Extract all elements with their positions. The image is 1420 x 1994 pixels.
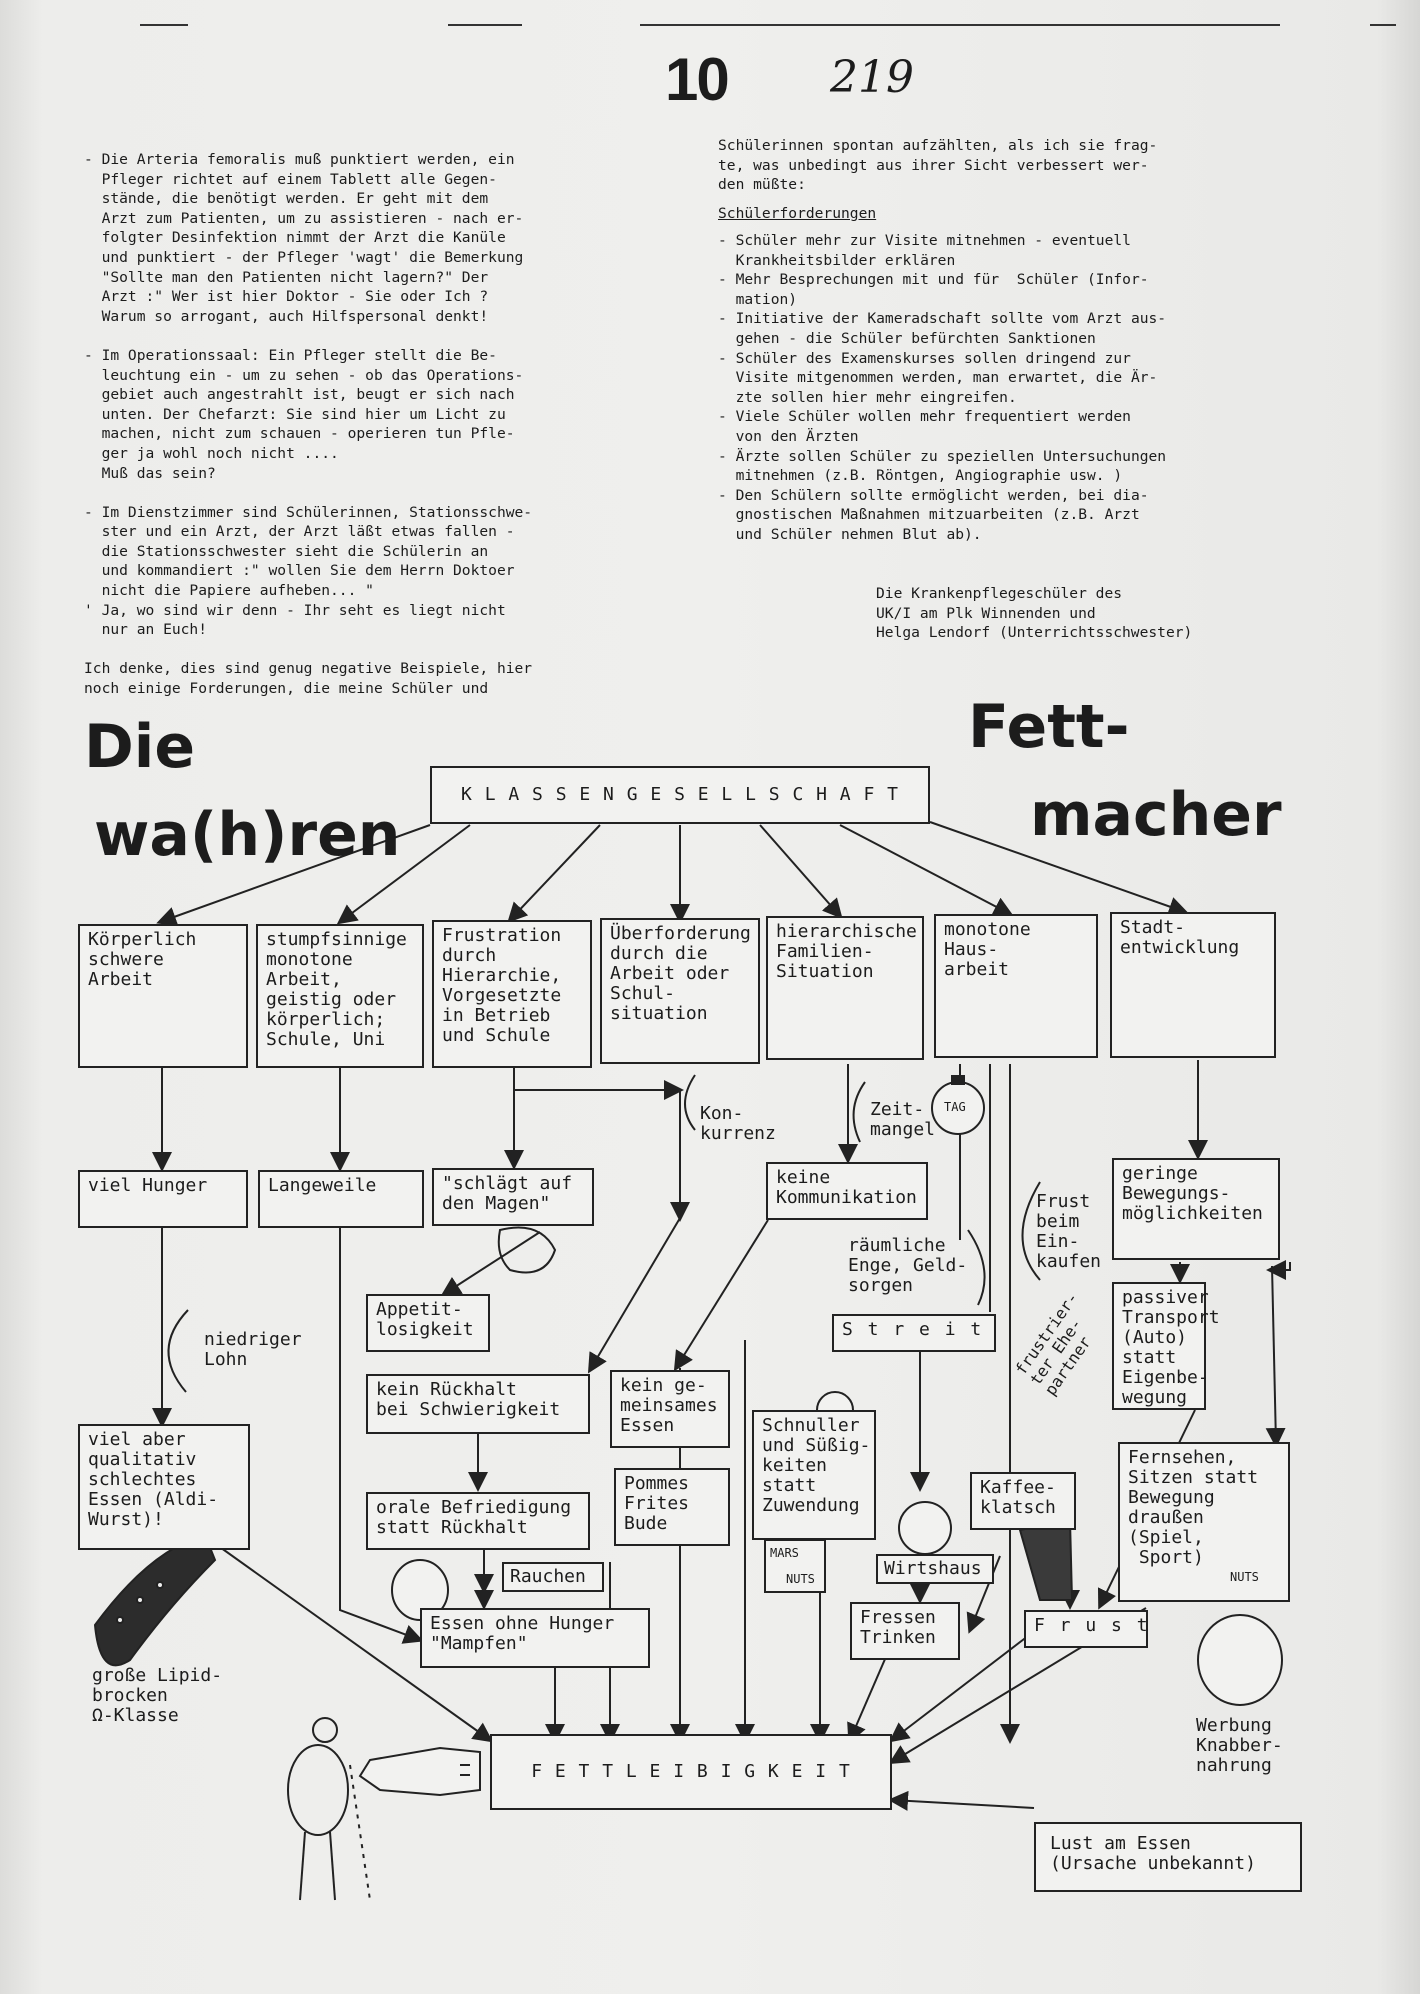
top-rule [140,24,188,26]
article-left-column: - Die Arteria femoralis muß punktiert we… [84,151,533,698]
label-mars: MARS [770,1546,799,1560]
figure-hand-pointing [358,1746,481,1797]
node-passiver-transport: passiver Transport (Auto) statt Eigenbe-… [1112,1282,1220,1410]
figure-cake [1018,1518,1074,1601]
label-frust-beim-einkaufen: Frust beim Ein- kaufen [1036,1191,1102,1272]
node-orale-befriedigung: orale Befriedigung statt Rückhalt [366,1492,590,1550]
label-nuts: NUTS [786,1572,815,1586]
node-lust-am-essen: Lust am Essen (Ursache unbekannt) [1034,1822,1302,1892]
title-left-2: wa(h)ren [94,800,401,870]
node-fettleibigkeit: F E T T L E I B I G K E I T [490,1734,892,1810]
node-kaffeeklatsch: Kaffee- klatsch [970,1472,1076,1530]
node-hierarchische-familie: hierarchische Familien- Situation [766,916,924,1060]
signature: Die Krankenpflegeschüler des UK/I am Plk… [876,585,1193,642]
node-geringe-bewegung: geringe Bewegungs- möglichkeiten [1112,1158,1280,1260]
figure-beer-mugs [898,1501,952,1555]
node-keine-kommunikation: keine Kommunikation [766,1162,928,1220]
node-frustration-hierarchie: Frustration durch Hierarchie, Vorgesetzt… [432,920,592,1068]
label-niedriger-lohn: niedriger Lohn [204,1329,302,1370]
title-left-1: Die [84,712,196,782]
node-viel-hunger: viel Hunger [78,1170,248,1228]
node-stumpfsinnige-arbeit: stumpfsinnige monotone Arbeit, geistig o… [256,924,424,1068]
handwritten-number: 219 [830,52,914,103]
node-appetitlosigkeit: Appetit- losigkeit [366,1294,490,1352]
label-grosse-lipidbrocken: große Lipid- brocken Ω-Klasse [92,1665,223,1726]
demands-list: - Schüler mehr zur Visite mitnehmen - ev… [718,232,1167,543]
node-schlaegt-auf-den-magen: "schlägt auf den Magen" [432,1168,594,1226]
page-number: 10 [665,46,730,113]
label-werbung: Werbung Knabber- nahrung [1196,1715,1283,1776]
node-viel-schlechtes-essen: viel aber qualitativ schlechtes Essen (A… [78,1424,250,1550]
figure-stomach [497,1226,557,1274]
title-right-2: macher [1030,780,1282,850]
figure-sausage [93,1533,217,1667]
label-raeumliche-enge: räumliche Enge, Geld- sorgen [848,1235,968,1296]
label-zeitmangel: Zeit- mangel [870,1099,936,1140]
demands-heading: Schülerforderungen [718,205,877,222]
figure-stopwatch [931,1075,985,1135]
top-rule [1370,24,1396,26]
title-right-1: Fett- [968,692,1130,762]
top-rule [448,24,522,26]
label-nuts-jar: NUTS [1230,1570,1259,1584]
node-kein-gemeinsames-essen: kein ge- meinsames Essen [610,1370,730,1448]
node-frust: F r u s t [1024,1610,1148,1648]
node-essen-ohne-hunger: Essen ohne Hunger "Mampfen" [420,1608,650,1668]
node-langeweile: Langeweile [258,1170,424,1228]
node-stadtentwicklung: Stadt- entwicklung [1110,912,1276,1058]
node-kein-rueckhalt: kein Rückhalt bei Schwierigkeit [366,1374,590,1434]
top-rule [640,24,1280,26]
label-uhr: TAG [944,1100,966,1114]
label-konkurrenz: Kon- kurrenz [700,1103,776,1144]
node-fernsehen: Fernsehen, Sitzen statt Bewegung draußen… [1118,1442,1290,1602]
node-pommes-frites-bude: Pommes Frites Bude [614,1468,730,1546]
article-right-intro: Schülerinnen spontan aufzählten, als ich… [718,137,1158,194]
node-fressen-trinken: Fressen Trinken [850,1602,960,1660]
node-klassengesellschaft: K L A S S E N G E S E L L S C H A F T [430,766,930,824]
node-schnuller-suessigkeiten: Schnuller und Süßig- keiten statt Zuwend… [752,1410,876,1540]
node-ueberforderung: Überforderung durch die Arbeit oder Schu… [600,918,760,1064]
node-wirtshaus: Wirtshaus [876,1554,994,1584]
figure-person [287,1717,371,1901]
node-rauchen: Rauchen [502,1562,604,1592]
node-monotone-hausarbeit: monotone Haus- arbeit [934,914,1098,1058]
node-streit: S t r e i t [832,1314,996,1352]
node-koerperlich-schwere-arbeit: Körperlich schwere Arbeit [78,924,248,1068]
